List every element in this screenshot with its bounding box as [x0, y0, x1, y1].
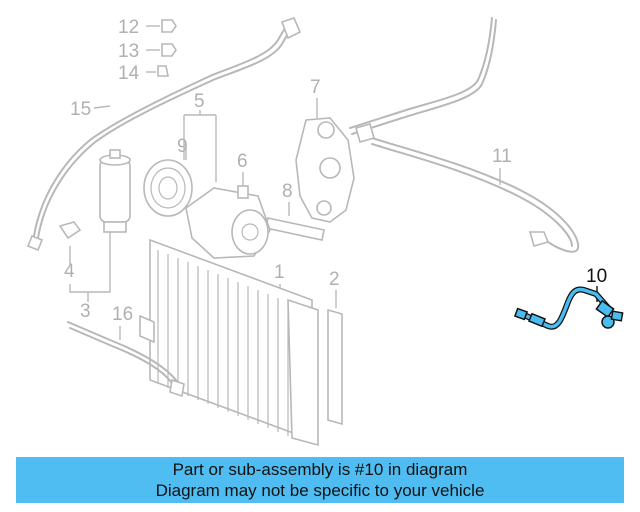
callout-6: 6 — [237, 151, 248, 172]
callout-14: 14 — [118, 63, 140, 84]
callout-8: 8 — [282, 181, 293, 202]
part-16-line — [67, 321, 185, 398]
callout-11: 11 — [492, 146, 512, 167]
callout-1: 1 — [274, 262, 285, 283]
callout-12: 12 — [118, 17, 139, 38]
callout-4: 4 — [64, 261, 75, 282]
part-9-clutch-pulley — [143, 159, 193, 217]
callout-2: 2 — [329, 269, 340, 290]
callout-5: 5 — [194, 91, 205, 112]
callout-3: 3 — [80, 301, 91, 322]
part-4-switch — [58, 221, 82, 240]
part-12-13-14-fittings — [157, 19, 177, 77]
banner-line-2: Diagram may not be specific to your vehi… — [155, 481, 485, 500]
callout-10: 10 — [586, 266, 607, 287]
part-11-hose — [349, 17, 580, 253]
callout-15: 15 — [70, 99, 91, 120]
part-10-hose-highlighted — [513, 286, 624, 330]
part-5-compressor — [185, 187, 271, 259]
part-2-seal — [327, 308, 343, 426]
part-7-bracket — [295, 117, 355, 223]
part-1-condenser — [139, 238, 319, 447]
part-8-rod — [265, 217, 325, 241]
info-banner: Part or sub-assembly is #10 in diagram D… — [16, 457, 624, 503]
callout-13: 13 — [118, 41, 139, 62]
part-15-hose — [26, 17, 302, 252]
part-3-receiver-drier — [99, 149, 131, 233]
callout-7: 7 — [310, 77, 321, 98]
banner-line-1: Part or sub-assembly is #10 in diagram — [172, 460, 468, 479]
callout-9: 9 — [177, 136, 188, 157]
part-6-fitting — [237, 185, 249, 199]
callout-16: 16 — [112, 304, 133, 325]
parts-diagram: 12 13 14 15 5 9 6 7 8 11 4 3 16 1 2 10 — [26, 17, 624, 447]
